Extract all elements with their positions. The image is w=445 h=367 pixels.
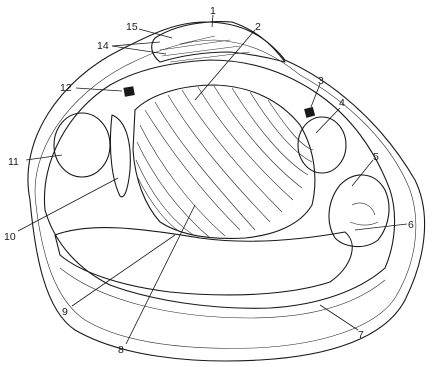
label-3: 3	[318, 75, 324, 87]
foot	[55, 228, 352, 295]
anterior-adductor-muscle	[54, 113, 110, 177]
shell-outer-outline	[28, 22, 425, 361]
label-9: 9	[62, 306, 68, 318]
retractor-muscle-posterior	[304, 107, 315, 118]
label-6: 6	[408, 219, 414, 231]
label-14: 14	[97, 40, 109, 52]
label-15: 15	[126, 21, 138, 33]
retractor-muscle-anterior	[123, 86, 134, 97]
label-2: 2	[255, 21, 261, 33]
label-1: 1	[210, 5, 216, 17]
label-8: 8	[118, 344, 124, 356]
mantle-edge	[60, 268, 385, 318]
label-10: 10	[4, 231, 16, 243]
callout-labels: 1 2 3 4 5 6 7 8 9 10 11 12 14 15	[4, 5, 414, 356]
label-7: 7	[358, 329, 364, 341]
siphons	[329, 175, 389, 247]
posterior-adductor-muscle	[298, 117, 346, 173]
gill	[133, 85, 315, 238]
label-12: 12	[60, 82, 72, 94]
shell-margin-line	[35, 40, 416, 348]
label-5: 5	[373, 151, 379, 163]
siphon-detail	[350, 203, 378, 225]
label-4: 4	[339, 97, 345, 109]
label-11: 11	[8, 156, 19, 168]
labial-palps	[110, 115, 130, 197]
